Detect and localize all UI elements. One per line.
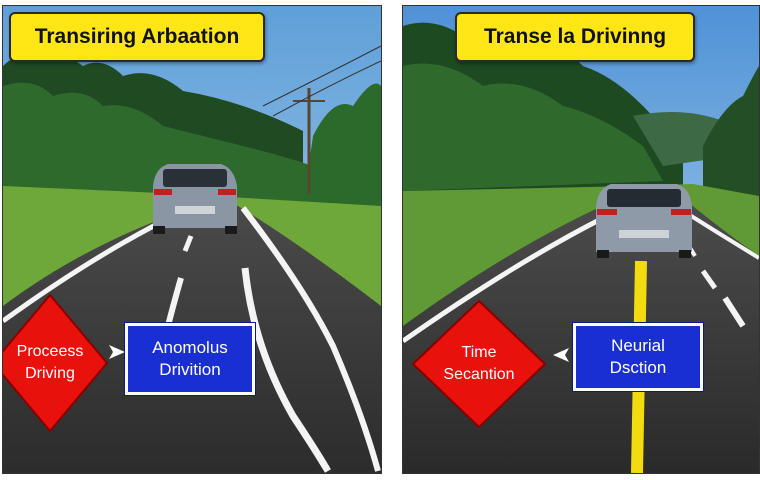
left-diamond-line2: Driving (25, 365, 75, 382)
left-arrow-icon (553, 348, 569, 362)
right-scene-panel: Transe la Drivinng Time Secantion Neuria… (402, 5, 760, 474)
red-diamond-shape (411, 299, 547, 429)
left-box-line2: Drivition (159, 360, 221, 379)
left-title-badge: Transiring Arbaation (9, 12, 265, 62)
right-neural-box: Neurial Dsction (573, 323, 703, 391)
left-anomalous-box: Anomolus Drivition (125, 323, 255, 395)
red-diamond-shape (3, 293, 109, 433)
car-rear (596, 184, 692, 258)
right-arrow-icon (109, 345, 125, 359)
left-scene-panel: Transiring Arbaation Proceess Driving An… (2, 5, 382, 474)
right-box-line1: Neurial (611, 336, 665, 355)
right-time-diamond: Time Secantion (411, 299, 547, 429)
right-box-line2: Dsction (609, 358, 667, 377)
left-box-line1: Anomolus (152, 338, 228, 357)
right-title-text: Transe la Drivinng (483, 25, 667, 48)
left-process-diamond: Proceess Driving (3, 293, 109, 433)
car-rear (153, 164, 237, 234)
left-diamond-line1: Proceess (16, 343, 84, 360)
right-title-badge: Transe la Drivinng (455, 12, 695, 62)
left-title-text: Transiring Arbaation (34, 25, 240, 48)
right-diamond-line1: Time (461, 344, 497, 361)
right-diamond-line2: Secantion (443, 366, 515, 383)
